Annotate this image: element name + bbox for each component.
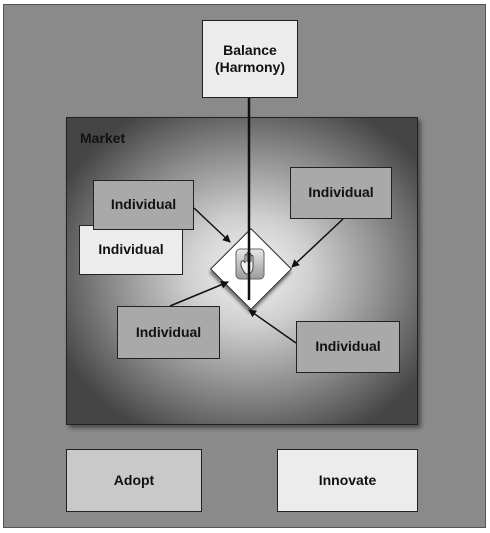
individual-label: Individual <box>315 338 381 355</box>
adopt-label: Adopt <box>113 471 155 488</box>
balance-label: Balance (Harmony) <box>214 41 285 76</box>
individual-box-bottom-right: Individual <box>296 321 400 373</box>
invisible-hand-hub <box>208 226 293 311</box>
innovate-label: Innovate <box>318 471 377 488</box>
individual-box-light: Individual <box>79 225 183 275</box>
individual-box-top-left: Individual <box>93 180 194 230</box>
market-label: Market <box>80 130 126 146</box>
innovate-box: Innovate <box>277 449 418 512</box>
balance-box: Balance (Harmony) <box>202 20 298 98</box>
individual-label: Individual <box>98 241 164 258</box>
individual-label: Individual <box>308 184 374 201</box>
individual-label: Individual <box>110 196 177 213</box>
individual-box-bottom-left: Individual <box>117 306 220 359</box>
adopt-box: Adopt <box>66 449 202 512</box>
individual-box-top-right: Individual <box>290 167 392 219</box>
hand-icon <box>235 248 265 280</box>
individual-label: Individual <box>135 323 202 340</box>
